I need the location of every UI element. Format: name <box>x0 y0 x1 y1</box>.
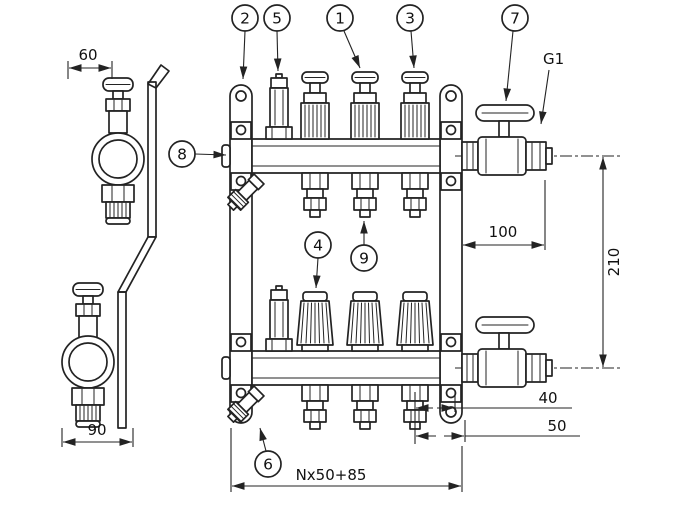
side-lower-valve <box>72 282 104 339</box>
upper-manifold-bar <box>251 138 441 174</box>
outlet-u1 <box>301 172 329 218</box>
callout-4: 4 <box>304 231 332 289</box>
outlet-l1 <box>301 384 329 430</box>
lower-bar-lines <box>252 357 440 379</box>
side-bracket <box>117 64 170 429</box>
callout-6-label: 6 <box>263 456 273 474</box>
valve-top-3 <box>400 71 430 140</box>
side-view <box>61 64 170 429</box>
thermo-insert-3 <box>396 291 434 352</box>
dim-100: 100 <box>463 180 546 250</box>
callout-6: 6 <box>254 427 282 478</box>
callout-1-label: 1 <box>335 10 345 28</box>
lower-end-cap <box>221 356 231 380</box>
side-upper-valve <box>102 77 134 134</box>
dim-40-label: 40 <box>538 389 557 407</box>
callouts: 2 5 1 3 7 8 4 <box>168 4 529 478</box>
dim-210: 210 <box>599 157 623 367</box>
dim-50: 50 <box>416 417 580 442</box>
callout-2-label: 2 <box>240 10 250 28</box>
dim-90-label: 90 <box>87 421 106 439</box>
outlet-u3 <box>401 172 429 218</box>
dim-60: 60 <box>67 46 113 79</box>
callout-3-label: 3 <box>405 10 415 28</box>
upper-bar-lines <box>252 145 440 167</box>
dim-g1-label: G1 <box>543 50 564 68</box>
ball-valve-lower <box>461 316 553 388</box>
dim-60-label: 60 <box>78 46 97 64</box>
callout-5-label: 5 <box>272 10 282 28</box>
air-vent-upper <box>265 73 293 140</box>
dim-g1: G1 <box>539 50 564 125</box>
dim-90: 90 <box>61 421 134 447</box>
dim-40: 40 <box>414 389 572 444</box>
callout-9: 9 <box>350 221 378 272</box>
valve-top-2 <box>350 71 380 140</box>
front-view <box>221 71 622 430</box>
outlet-u2 <box>351 172 379 218</box>
valve-top-1 <box>300 71 330 140</box>
callout-7-label: 7 <box>510 10 520 28</box>
dim-100-label: 100 <box>489 223 518 241</box>
callout-5: 5 <box>263 4 291 72</box>
callout-2: 2 <box>231 4 259 80</box>
dimensions: 60 90 G1 100 210 <box>61 46 623 492</box>
lower-manifold-bar <box>251 350 441 386</box>
callout-9-label: 9 <box>359 250 369 268</box>
callout-7: 7 <box>501 4 529 102</box>
callout-8: 8 <box>168 140 227 168</box>
callout-3: 3 <box>396 4 424 69</box>
thermo-insert-1 <box>296 291 334 352</box>
callout-8-label: 8 <box>177 146 187 164</box>
side-upper-bottom <box>101 184 135 225</box>
dim-210-label: 210 <box>605 248 623 277</box>
left-bracket <box>229 84 253 424</box>
callout-4-label: 4 <box>313 237 323 255</box>
dim-total-label: Nx50+85 <box>296 466 367 484</box>
callout-1: 1 <box>326 4 361 69</box>
thermo-insert-2 <box>346 291 384 352</box>
air-vent-lower <box>265 285 293 352</box>
upper-end-cap <box>221 144 231 168</box>
dim-50-label: 50 <box>547 417 566 435</box>
dim-total: Nx50+85 <box>230 428 463 492</box>
ball-valve-upper <box>461 104 553 176</box>
outlet-l2 <box>351 384 379 430</box>
right-bracket <box>439 84 463 424</box>
